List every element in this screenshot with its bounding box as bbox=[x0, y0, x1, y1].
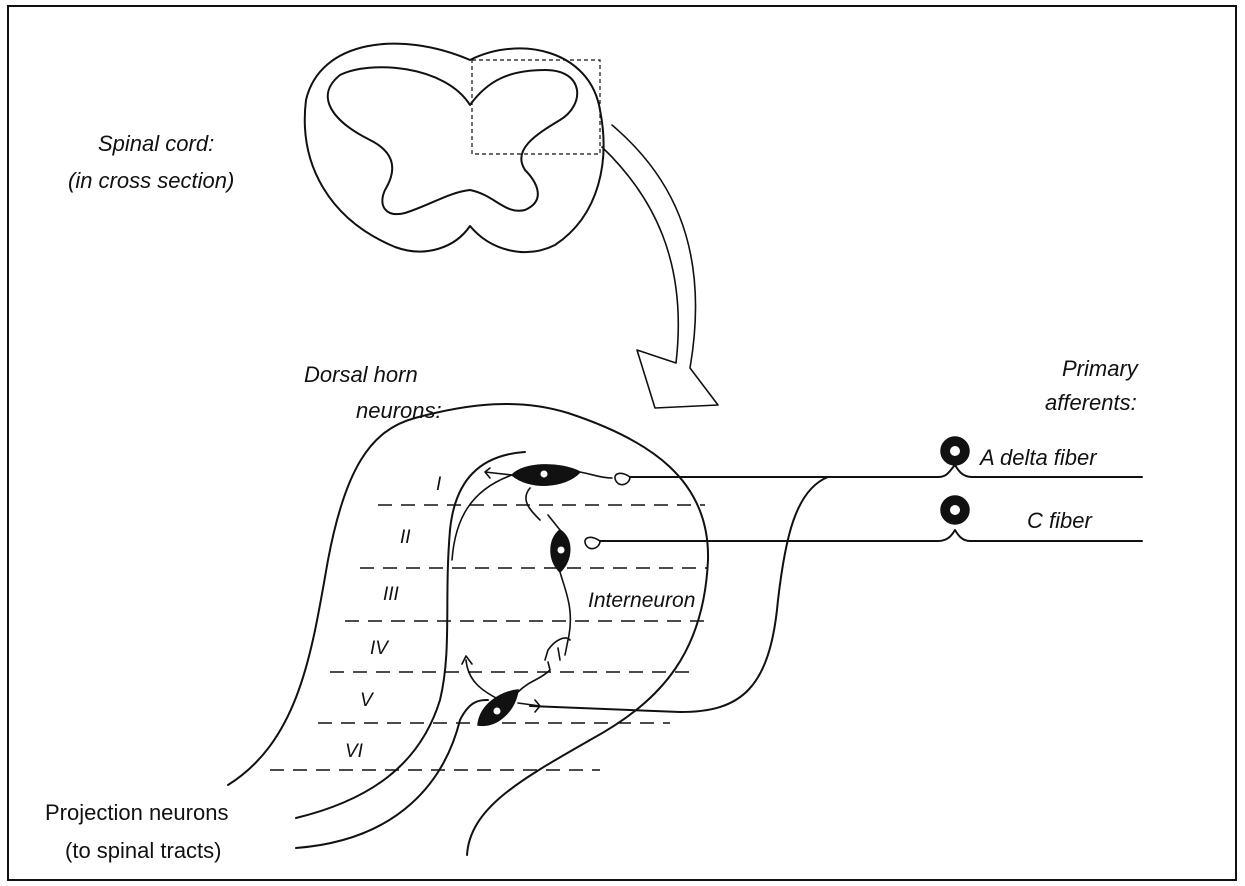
lamina-label: V bbox=[360, 690, 375, 711]
grey-matter-outline bbox=[328, 67, 577, 214]
lamina-label: III bbox=[383, 584, 400, 605]
primary-afferents-subtitle: afferents: bbox=[1045, 390, 1137, 415]
dorsal-horn-inner-boundary bbox=[296, 452, 525, 818]
lamina-label: II bbox=[400, 527, 411, 548]
a-delta-fiber-label: A delta fiber bbox=[978, 445, 1098, 470]
interneuron-label: Interneuron bbox=[588, 589, 695, 612]
spinal-cord-title: Spinal cord: bbox=[98, 131, 214, 156]
a-delta-terminal bbox=[615, 473, 630, 484]
dorsal-horn-outer-boundary bbox=[228, 404, 708, 855]
lamina-labels: I II III IV V VI bbox=[345, 474, 442, 762]
spinal-cord-outer-outline bbox=[305, 44, 604, 252]
dorsal-horn-title: Dorsal horn bbox=[304, 362, 418, 387]
lamina-label: IV bbox=[370, 638, 390, 659]
primary-afferents bbox=[530, 437, 1142, 712]
dorsal-horn-subtitle: neurons: bbox=[356, 398, 442, 423]
zoom-arrow bbox=[602, 125, 718, 408]
text-labels: Spinal cord: (in cross section) Dorsal h… bbox=[45, 131, 1140, 863]
lamina-separators bbox=[270, 505, 708, 770]
lamina-label: VI bbox=[345, 741, 364, 762]
projection-neurons-label: Projection neurons bbox=[45, 800, 228, 825]
c-fiber-label: C fiber bbox=[1027, 508, 1093, 533]
c-fiber-nucleus bbox=[950, 505, 960, 515]
c-fiber-terminal bbox=[585, 537, 600, 548]
projection-neurons-sublabel: (to spinal tracts) bbox=[65, 838, 222, 863]
spinal-cord-cross-section bbox=[305, 44, 604, 252]
lamina-label: I bbox=[436, 474, 442, 495]
dorsal-horn-region bbox=[228, 404, 708, 855]
primary-afferents-title: Primary bbox=[1062, 356, 1140, 381]
zoom-region-box bbox=[472, 60, 600, 154]
spinal-cord-subtitle: (in cross section) bbox=[68, 168, 234, 193]
a-delta-nucleus bbox=[950, 446, 960, 456]
